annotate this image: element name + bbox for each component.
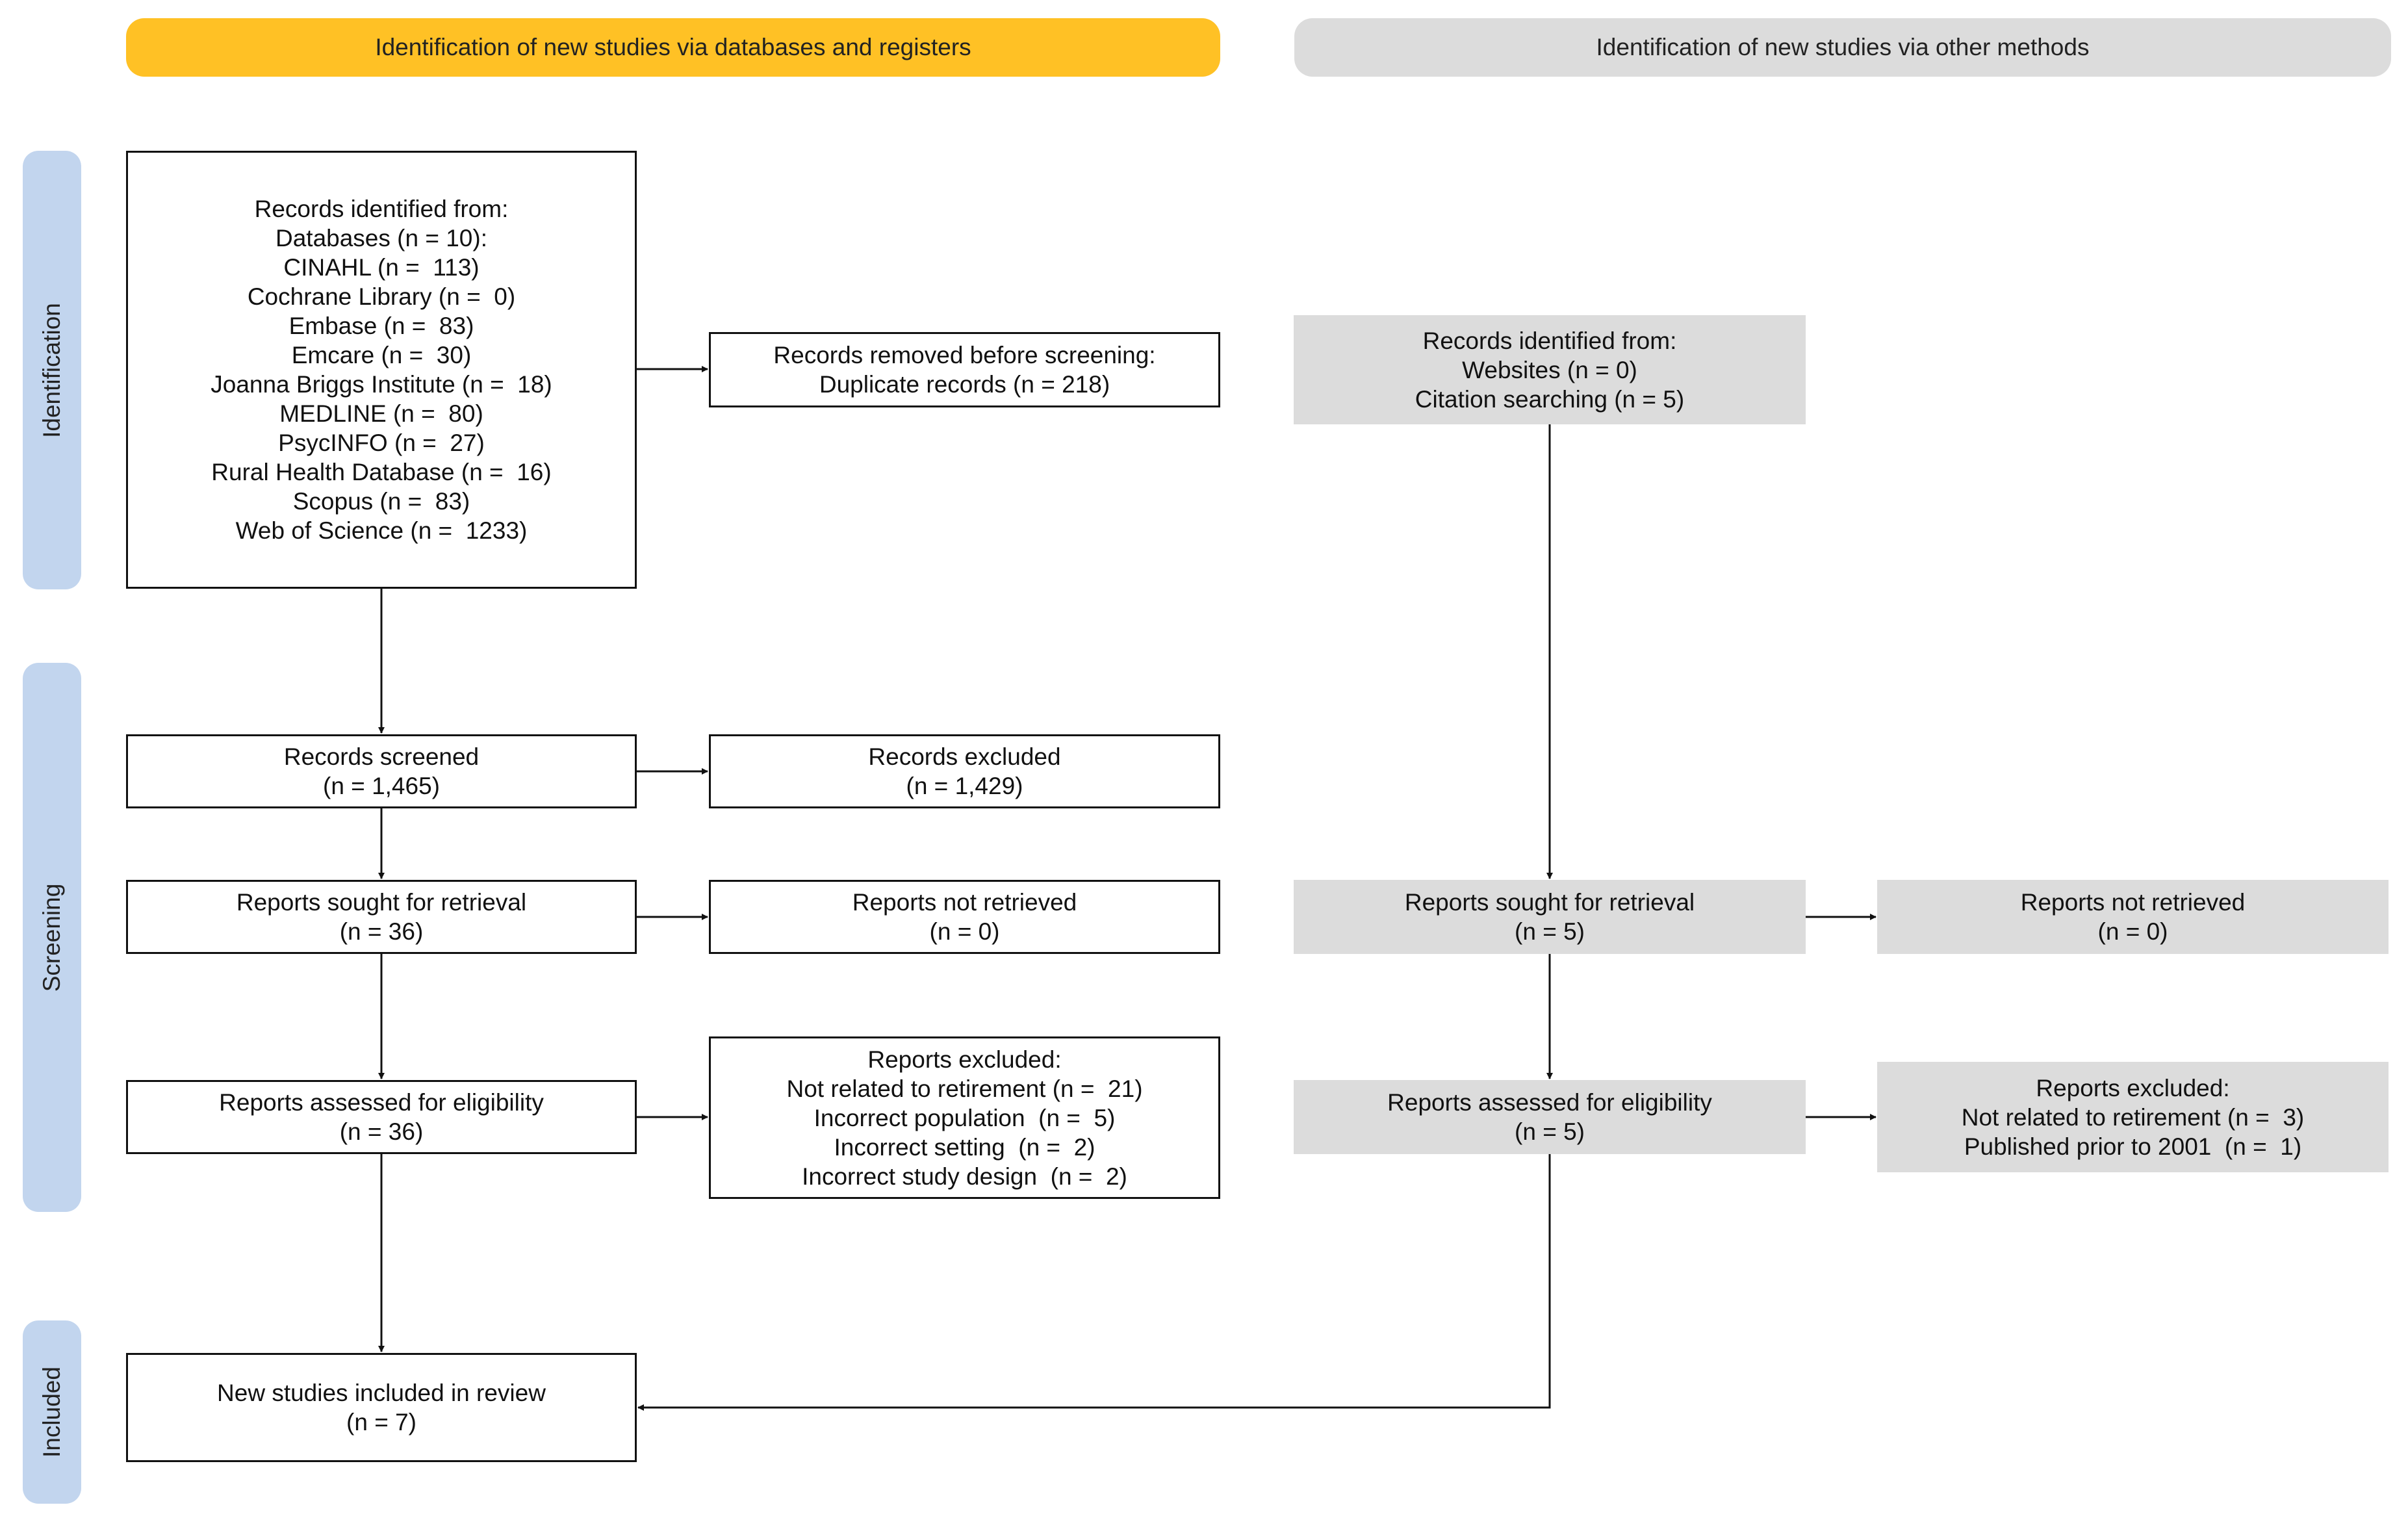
- box-line: Reports sought for retrieval: [236, 889, 527, 916]
- box-line: Citation searching (n = 5): [1415, 385, 1685, 413]
- box-line: (n = 0): [2097, 918, 2168, 945]
- other-reports-sought-box: Reports sought for retrieval (n = 5): [1294, 880, 1806, 954]
- box-line: Emcare (n = 30): [291, 342, 472, 368]
- box-line: Not related to retirement (n = 21): [786, 1075, 1143, 1102]
- box-line: Reports excluded:: [867, 1046, 1062, 1073]
- box-line: Rural Health Database (n = 16): [211, 459, 552, 485]
- records-identified-other-box: Records identified from: Websites (n = 0…: [1294, 315, 1806, 424]
- box-line: Websites (n = 0): [1462, 356, 1637, 383]
- box-line: Incorrect population (n = 5): [813, 1104, 1116, 1131]
- box-line: Records excluded: [868, 743, 1061, 770]
- db-reports-sought-box: Reports sought for retrieval (n = 36): [126, 880, 637, 954]
- records-screened-box: Records screened (n = 1,465): [126, 734, 637, 808]
- box-line: Reports not retrieved: [2020, 889, 2246, 916]
- box-line: Published prior to 2001 (n = 1): [1964, 1133, 2302, 1160]
- box-line: (n = 5): [1515, 1118, 1585, 1145]
- stage-screening: Screening: [23, 663, 81, 1212]
- box-line: Duplicate records (n = 218): [819, 371, 1110, 398]
- box-line: (n = 0): [929, 918, 1000, 945]
- stage-included: Included: [23, 1320, 81, 1504]
- box-line: PsycINFO (n = 27): [278, 430, 485, 456]
- box-line: (n = 1,429): [906, 773, 1023, 799]
- arrow-other-assessed-to-included: [637, 1154, 1551, 1411]
- box-line: Incorrect study design (n = 2): [802, 1163, 1127, 1190]
- box-line: Reports sought for retrieval: [1404, 889, 1695, 916]
- box-line: (n = 36): [339, 918, 424, 945]
- other-methods-phase-header: Identification of new studies via other …: [1294, 18, 2391, 77]
- box-line: Reports assessed for eligibility: [219, 1089, 544, 1116]
- records-identified-databases-box: Records identified from: Databases (n = …: [126, 151, 637, 589]
- db-reports-not-retrieved-box: Reports not retrieved (n = 0): [709, 880, 1220, 954]
- box-line: (n = 1,465): [323, 773, 440, 799]
- other-reports-not-retrieved-box: Reports not retrieved (n = 0): [1877, 880, 2389, 954]
- records-removed-box: Records removed before screening: Duplic…: [709, 332, 1220, 407]
- box-line: Cochrane Library (n = 0): [247, 283, 516, 310]
- stage-identification: Identification: [23, 151, 81, 589]
- other-reports-excluded-box: Reports excluded: Not related to retirem…: [1877, 1062, 2389, 1172]
- other-reports-assessed-box: Reports assessed for eligibility (n = 5): [1294, 1080, 1806, 1154]
- databases-phase-title: Identification of new studies via databa…: [375, 34, 971, 60]
- box-line: Embase (n = 83): [288, 313, 474, 339]
- box-line: Not related to retirement (n = 3): [1961, 1103, 2305, 1131]
- box-line: CINAHL (n = 113): [283, 254, 480, 281]
- records-excluded-box: Records excluded (n = 1,429): [709, 734, 1220, 808]
- box-line: Reports excluded:: [2036, 1074, 2230, 1101]
- studies-included-box: New studies included in review (n = 7): [126, 1353, 637, 1462]
- db-reports-assessed-box: Reports assessed for eligibility (n = 36…: [126, 1080, 637, 1154]
- box-line: Records identified from:: [1422, 327, 1677, 354]
- box-line: Web of Science (n = 1233): [235, 517, 528, 544]
- box-line: New studies included in review: [217, 1380, 546, 1406]
- other-methods-phase-title: Identification of new studies via other …: [1596, 34, 2090, 60]
- box-line: Records identified from:: [254, 196, 509, 222]
- box-line: MEDLINE (n = 80): [279, 400, 483, 427]
- box-line: Databases (n = 10):: [275, 225, 487, 251]
- box-line: Records removed before screening:: [773, 342, 1156, 368]
- box-line: Records screened: [283, 743, 480, 770]
- box-line: Joanna Briggs Institute (n = 18): [211, 371, 552, 398]
- box-line: (n = 5): [1515, 918, 1585, 945]
- databases-phase-header: Identification of new studies via databa…: [126, 18, 1220, 77]
- box-line: (n = 36): [339, 1118, 424, 1145]
- box-line: Reports assessed for eligibility: [1387, 1089, 1712, 1116]
- box-line: Scopus (n = 83): [292, 488, 470, 515]
- db-reports-excluded-box: Reports excluded: Not related to retirem…: [709, 1036, 1220, 1199]
- box-line: Reports not retrieved: [852, 889, 1077, 916]
- box-line: (n = 7): [346, 1409, 416, 1435]
- box-line: Incorrect setting (n = 2): [834, 1133, 1095, 1161]
